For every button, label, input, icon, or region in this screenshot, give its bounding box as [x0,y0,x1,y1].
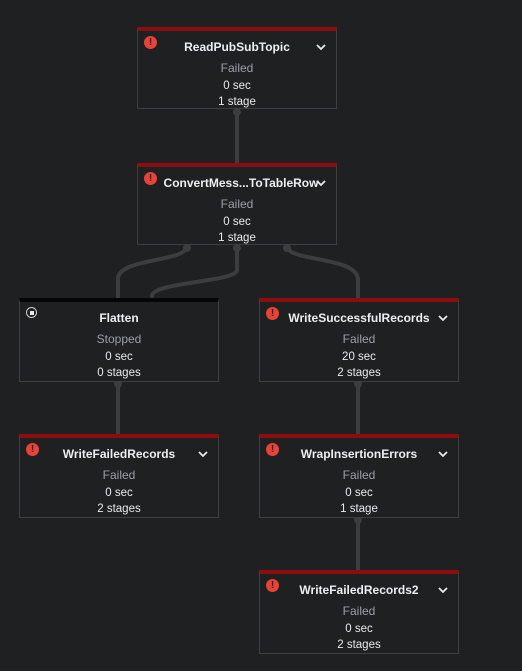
node-title: WrapInsertionErrors [300,447,418,461]
node-stages: 1 stage [340,503,378,515]
error-icon: ! [144,36,157,49]
edge-convert-to-write-successful [285,244,360,300]
error-icon: ! [266,307,279,320]
node-duration: 0 sec [105,351,133,363]
node-duration: 0 sec [345,623,373,635]
node-duration: 0 sec [223,216,251,228]
node-stages: 0 stages [97,367,141,379]
edge-convert-to-flatten-a [116,244,189,300]
error-icon: ! [266,443,279,456]
node-title: WriteFailedRecords2 [299,583,419,597]
port-dot [283,244,291,252]
node-stages: 2 stages [337,367,381,379]
node-stages: 2 stages [97,503,141,515]
node-status: Failed [342,604,376,618]
edge-convert-to-flatten-b [150,244,239,298]
stop-icon [26,307,37,318]
node-write-successful-records[interactable]: ! WriteSuccessfulRecords Failed 20 sec 2… [259,298,459,382]
chevron-down-icon[interactable] [436,447,450,461]
node-write-failed-records[interactable]: ! WriteFailedRecords Failed 0 sec 2 stag… [19,434,219,518]
node-status: Failed [220,61,254,75]
chevron-down-icon[interactable] [196,447,210,461]
node-write-failed-records-2[interactable]: ! WriteFailedRecords2 Failed 0 sec 2 sta… [259,570,459,654]
node-title: WriteSuccessfulRecords [288,311,430,325]
node-title: WriteFailedRecords [62,447,176,461]
node-wrap-insertion-errors[interactable]: ! WrapInsertionErrors Failed 0 sec 1 sta… [259,434,459,518]
chevron-down-icon[interactable] [436,583,450,597]
error-icon: ! [144,172,157,185]
node-duration: 0 sec [223,80,251,92]
chevron-down-icon[interactable] [436,311,450,325]
node-title: ConvertMess...ToTableRow [163,176,319,190]
node-status: Stopped [96,332,142,346]
chevron-down-icon[interactable] [314,40,328,54]
port-dot [233,108,241,116]
node-duration: 0 sec [345,487,373,499]
error-icon: ! [26,443,39,456]
node-stages: 1 stage [218,96,256,108]
node-title: Flatten [99,311,139,325]
port-dot [233,244,241,252]
node-status: Failed [220,197,254,211]
node-status: Failed [102,468,136,482]
node-status: Failed [342,468,376,482]
node-read-pubsub-topic[interactable]: ! ReadPubSubTopic Failed 0 sec 1 stage [137,27,337,109]
node-convert-message[interactable]: ! ConvertMess...ToTableRow Failed 0 sec … [137,163,337,245]
port-dot [183,244,191,252]
node-title: ReadPubSubTopic [184,40,290,54]
node-stages: 1 stage [218,232,256,244]
node-stages: 2 stages [337,639,381,651]
node-duration: 0 sec [105,487,133,499]
node-duration: 20 sec [342,351,376,363]
node-status: Failed [342,332,376,346]
chevron-down-icon[interactable] [314,176,328,190]
error-icon: ! [266,579,279,592]
node-flatten[interactable]: Flatten Stopped 0 sec 0 stages [19,298,219,382]
